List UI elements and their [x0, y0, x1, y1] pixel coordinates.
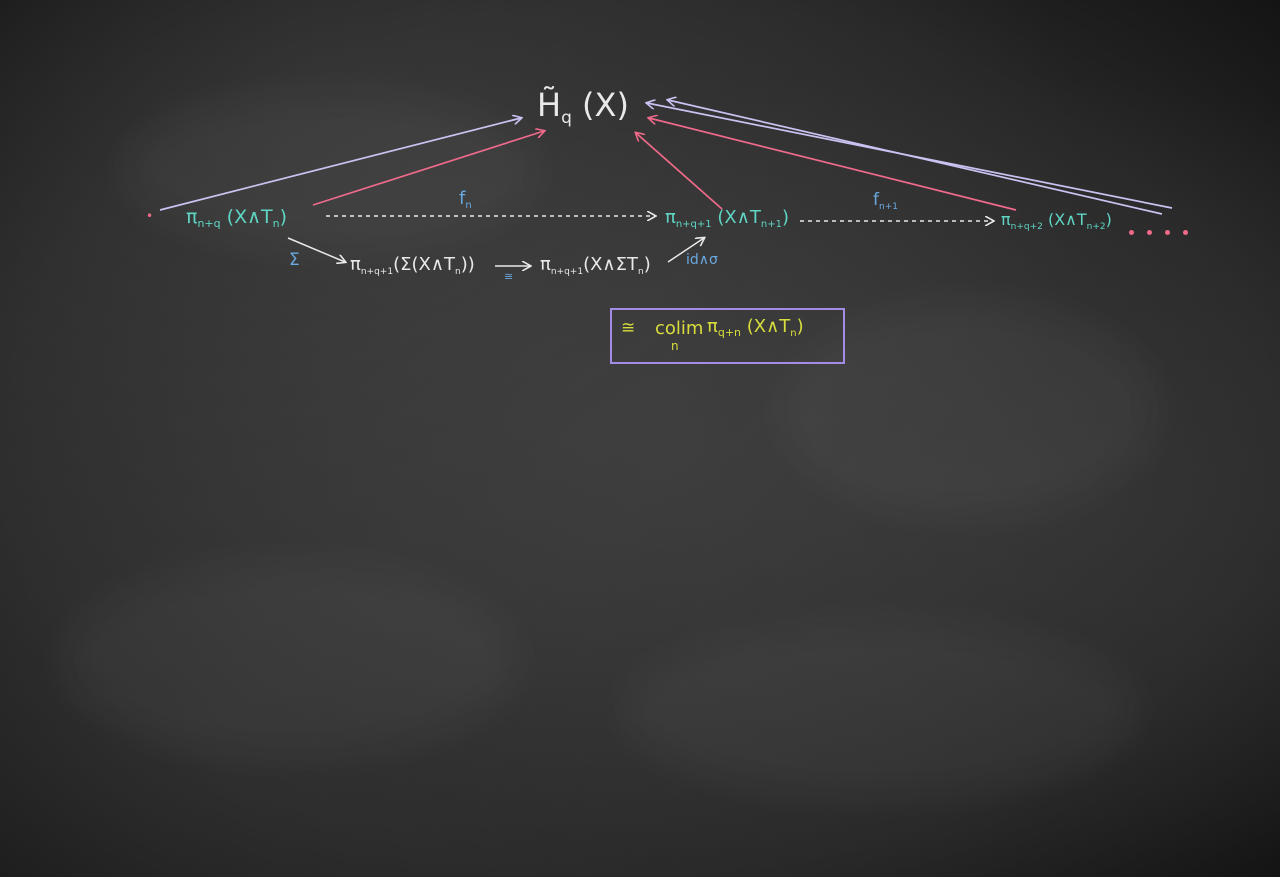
- label-iso: ≅: [504, 270, 514, 283]
- label-fn-sub: n: [465, 200, 472, 211]
- result-main: π: [707, 316, 718, 337]
- mid-node-b-sub: n+q+1: [550, 267, 584, 277]
- node-2-arg-sub: n+2: [1086, 222, 1106, 232]
- result-arg-sub: n: [790, 328, 797, 339]
- label-fn1: fn+1: [873, 192, 898, 212]
- node-0: πn+q (X∧Tn): [186, 206, 288, 230]
- ellipsis-dot: [1147, 230, 1152, 235]
- node-1-close: ): [782, 207, 790, 228]
- ellipsis-dots: [1129, 222, 1201, 238]
- node-2-sub: n+q+2: [1010, 222, 1043, 232]
- node-1-arg: (X∧T: [717, 207, 761, 228]
- result-box: [610, 308, 845, 364]
- label-fn1-sub: n+1: [879, 202, 898, 212]
- arrow-node0-to-target: [159, 118, 521, 211]
- mid-node-b-close: ): [643, 254, 651, 275]
- left-dot: •: [146, 209, 154, 223]
- target-node: H̃q (X): [537, 89, 629, 127]
- mid-node-a: πn+q+1(Σ(X∧Tn)): [350, 256, 475, 277]
- target-main: H̃: [537, 86, 562, 124]
- node-1-sub: n+q+1: [675, 219, 712, 230]
- mid-node-b-arg: (X∧ΣT: [583, 254, 638, 275]
- mid-node-a-arg: (Σ(X∧T: [393, 254, 455, 275]
- node-1-main: π: [665, 207, 676, 228]
- node-2-close: ): [1105, 210, 1112, 229]
- arrow-node2-to-target: [649, 118, 1017, 211]
- result-expression: πq+n (X∧Tn): [707, 318, 804, 339]
- mid-node-b-arg-sub: n: [637, 267, 644, 277]
- node-2-arg: (X∧T: [1047, 210, 1087, 229]
- ellipsis-dot: [1183, 230, 1188, 235]
- node-0-sub: n+q: [197, 217, 221, 230]
- label-fn: fn: [459, 190, 472, 211]
- node-0-arg: (X∧T: [226, 206, 273, 228]
- result-colim: colim: [655, 320, 703, 338]
- mid-node-a-main: π: [350, 254, 361, 275]
- node-0-arg-sub: n: [272, 217, 280, 230]
- mid-node-a-sub: n+q+1: [360, 267, 394, 277]
- node-0-main: π: [186, 206, 198, 228]
- arrow-node1-to-target: [636, 133, 723, 210]
- label-sigma: Σ: [289, 250, 300, 270]
- node-0-close: ): [279, 206, 288, 228]
- arrow-sigma: [287, 237, 345, 262]
- node-2: πn+q+2 (X∧Tn+2): [1001, 212, 1112, 232]
- mid-node-b: πn+q+1(X∧ΣTn): [540, 256, 651, 277]
- result-close: ): [796, 316, 804, 337]
- result-colim-sub: n: [671, 339, 679, 353]
- result-colim-word: colim: [655, 318, 704, 339]
- target-arg: (X): [582, 86, 629, 124]
- arrow-node0-to-target-pink: [312, 131, 544, 206]
- ellipsis-dot: [1165, 230, 1170, 235]
- ellipsis-dot: [1129, 230, 1134, 235]
- node-2-main: π: [1001, 210, 1011, 229]
- mid-node-a-close: )): [460, 254, 475, 275]
- arrow-id-sigma: [667, 238, 704, 263]
- target-sub: q: [561, 108, 572, 128]
- label-fn-main: f: [459, 188, 466, 209]
- mid-node-a-arg-sub: n: [455, 267, 461, 277]
- node-1-arg-sub: n+1: [760, 219, 783, 230]
- node-1: πn+q+1 (X∧Tn+1): [665, 209, 789, 230]
- result-eq: ≅: [621, 318, 636, 338]
- result-arg: (X∧T: [746, 316, 791, 337]
- label-fn1-main: f: [873, 190, 879, 210]
- arrow-ellipsis-to-target-b: [668, 100, 1163, 215]
- result-sub: q+n: [717, 326, 742, 339]
- label-id-sigma: id∧σ: [686, 252, 718, 268]
- mid-node-b-main: π: [540, 254, 551, 275]
